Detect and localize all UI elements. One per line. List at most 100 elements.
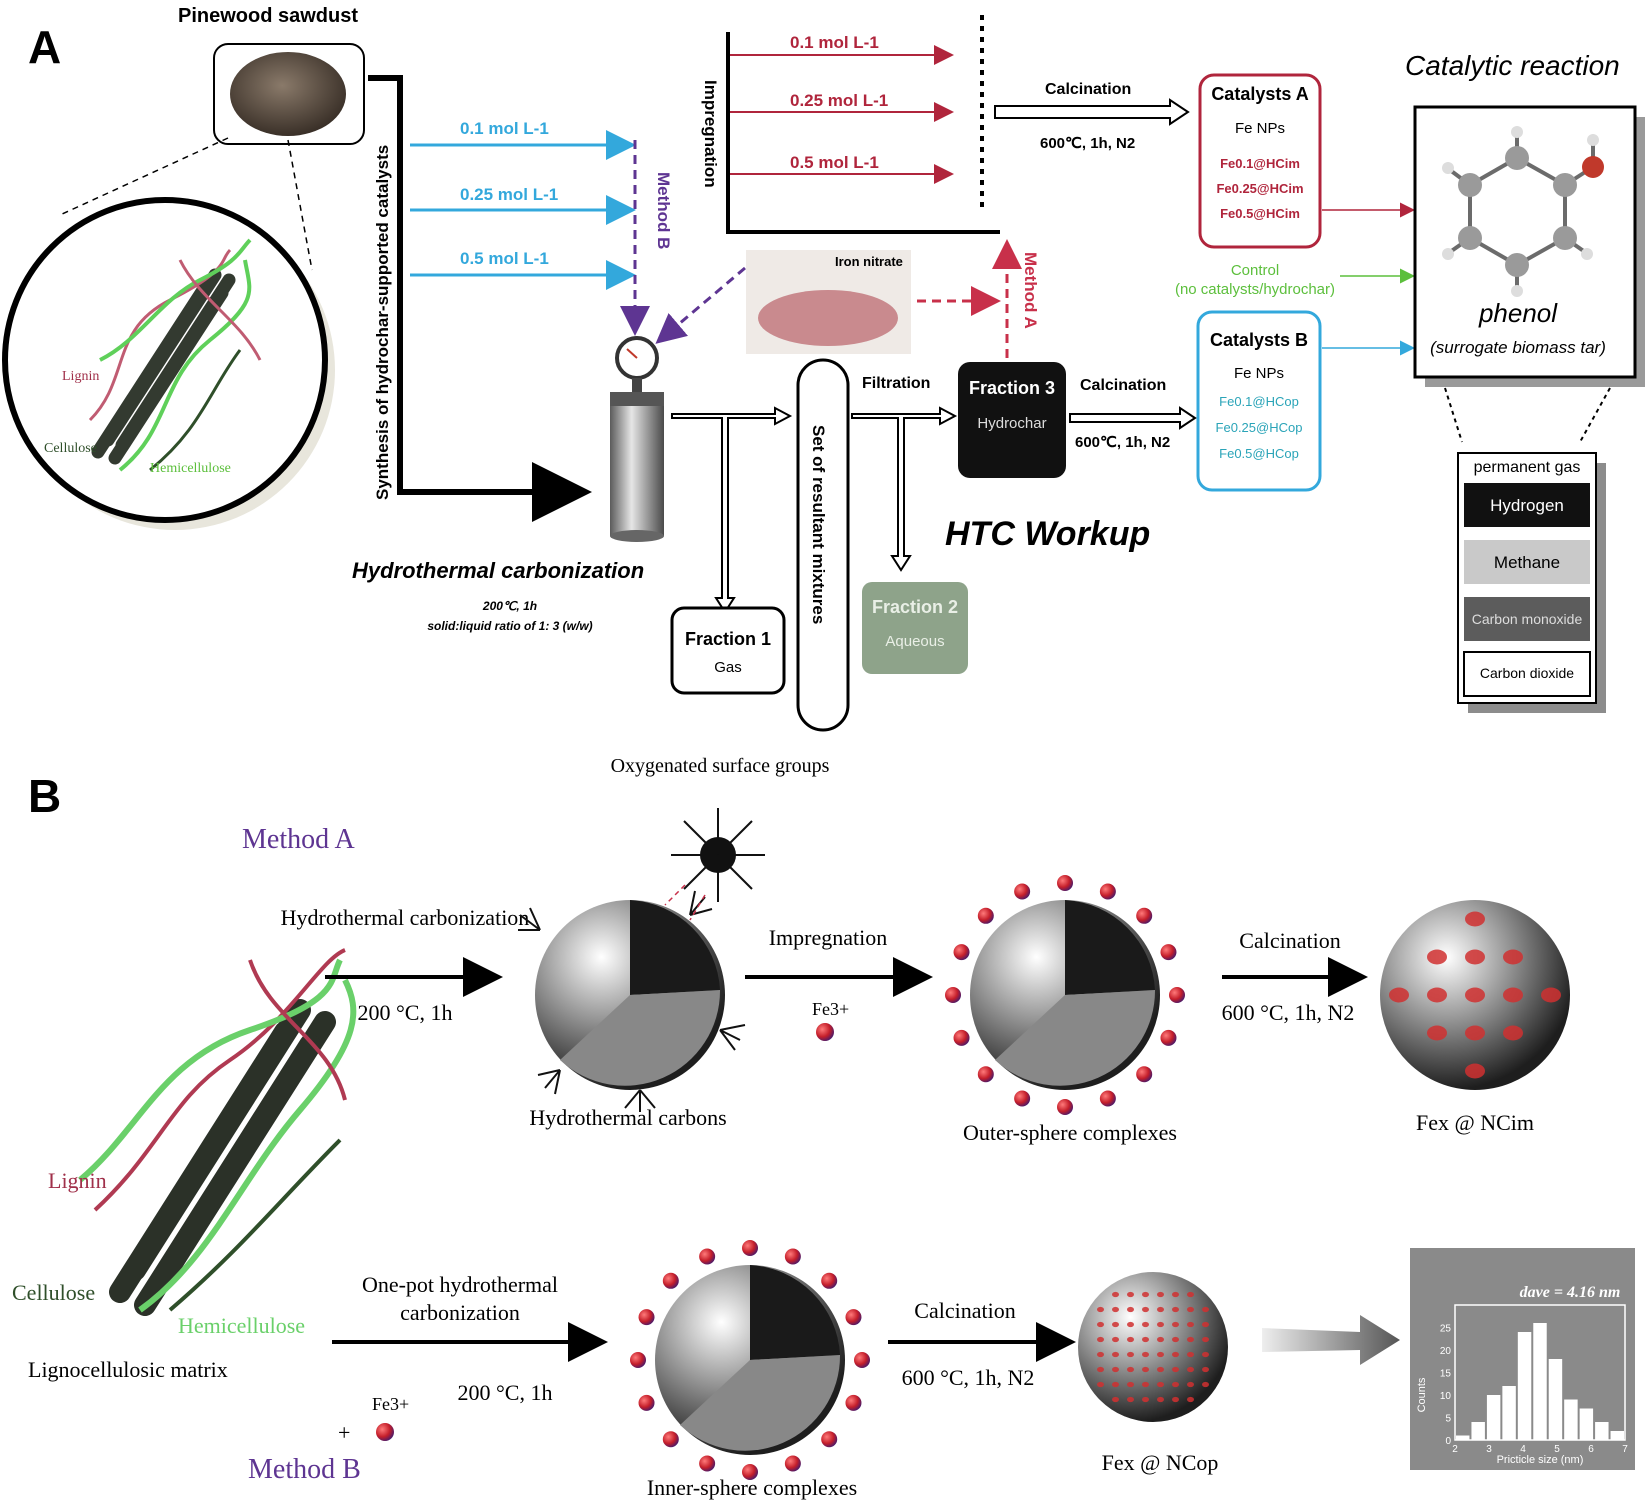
fe-nanoparticle-spot [1097,1336,1104,1343]
fe-nanoparticle-spot [1503,987,1523,1003]
panel-b-label: B [28,770,61,822]
iron-nitrate-label: Iron nitrate [835,254,903,269]
impreg-conc-2: 0.25 mol L-1 [790,91,888,110]
fe-ion-dot [638,1309,655,1326]
calcination-b-label: Calcination [1080,377,1166,394]
fe-ion-dot [821,1272,838,1289]
fraction-2-title: Fraction 2 [872,597,958,617]
d-ave-label: dave = 4.16 nm [1520,1284,1621,1301]
fe-nanoparticle-spot [1465,911,1485,927]
fe-nanoparticle-spot [1097,1306,1104,1313]
impreg-conc-1: 0.1 mol L-1 [790,33,879,52]
fiber-label-lignin-large: Lignin [48,1168,107,1193]
fe-ion-dot [1099,883,1116,900]
fiber-label-cellulose-large: Cellulose [12,1280,95,1305]
fe-nanoparticle-spot [1157,1381,1164,1388]
fe-ion-dot [845,1309,862,1326]
fe-nanoparticle-spot [1097,1321,1104,1328]
fe-nanoparticle-spot [1127,1291,1134,1298]
hist-y-tick: 5 [1445,1414,1451,1425]
fe-nanoparticle-spot [1172,1351,1179,1358]
oxygenated-label: Oxygenated surface groups [611,755,830,777]
fe-nanoparticle-spot [1172,1381,1179,1388]
hist-y-tick: 15 [1440,1369,1452,1380]
permanent-gas-title: permanent gas [1474,459,1581,476]
fe-ion-dot [1099,1090,1116,1107]
fe-nanoparticle-spot [1172,1291,1179,1298]
fe-nanoparticle-spot [1157,1321,1164,1328]
fex-nc-im-label: Fex @ NCim [1416,1110,1534,1135]
fe-nanoparticle-spot [1202,1321,1209,1328]
fe-nanoparticle-spot [1142,1366,1149,1373]
fraction-1-title: Fraction 1 [685,629,771,649]
fe-nanoparticle-spot [1112,1366,1119,1373]
fe-nanoparticle-spot [1541,987,1561,1003]
fraction-2-sub: Aqueous [885,633,944,650]
method-a-label: Method A [1021,252,1040,329]
catalyst-a-item-2: Fe0.25@HCim [1216,181,1303,196]
fe-nanoparticle-spot [1187,1366,1194,1373]
fe-nanoparticle-spot [1389,987,1409,1003]
fe-nanoparticle-spot [1157,1396,1164,1403]
htc-label: Hydrothermal carbonization [352,558,644,583]
catalyst-a-item-1: Fe0.1@HCim [1220,156,1300,171]
fe-nanoparticle-spot [1127,1336,1134,1343]
filtration-split-arrow [851,406,958,572]
fe-ion-dot [821,1431,838,1448]
fiber-label-hemicellulose-small: Hemicellulose [150,461,231,476]
fe-ion-dot [1057,1099,1073,1115]
fe-ion-dot [699,1248,716,1265]
method-b-label: Method B [654,172,673,249]
impregnation-bracket [726,32,1000,234]
resultant-mixtures-box [796,358,850,732]
fe-nanoparticle-spot [1127,1381,1134,1388]
fe-nanoparticle-spot [1172,1306,1179,1313]
calcination-a-row-cond: 600 °C, 1h, N2 [1222,1000,1355,1025]
fe-nanoparticle-spot [1142,1396,1149,1403]
fiber-label-cellulose-small: Cellulose [44,441,97,456]
fraction-3-box [958,362,1066,478]
catalysts-a-title: Catalysts A [1211,84,1308,104]
calcination-a-cond: 600℃, 1h, N2 [1040,135,1135,152]
fe-nanoparticle-spot [1157,1306,1164,1313]
onepot-line1: One-pot hydrothermal [362,1272,558,1297]
gas-co2-box [1463,651,1591,697]
fe-nanoparticle-spot [1503,1025,1523,1041]
calcination-b-row-cond: 600 °C, 1h, N2 [902,1365,1035,1390]
outer-sphere-complex [970,900,1160,1090]
fe-ion-dot [784,1455,801,1472]
fraction-3-title: Fraction 3 [969,378,1055,398]
htc-cond-1: 200℃, 1h [482,599,537,613]
gas-co-box [1464,597,1590,641]
fe-nanoparticle-spot [1172,1336,1179,1343]
fex-nc-im-dots [1389,911,1561,1079]
fe-ion-dot [854,1352,870,1368]
hist-x-tick: 3 [1486,1444,1492,1455]
fe-nanoparticle-spot [1202,1306,1209,1313]
catalyst-b-item-3: Fe0.5@HCop [1219,446,1299,461]
hist-y-tick: 0 [1445,1436,1451,1447]
fraction-1-box [670,606,786,695]
fe-nanoparticle-spot [1157,1366,1164,1373]
fe-ion-dot [742,1464,758,1480]
inner-sphere-fe-dots [630,1240,870,1480]
catalyst-b-item-2: Fe0.25@HCop [1216,420,1303,435]
impreg-conc-3: 0.5 mol L-1 [790,153,879,172]
fe-ion-dot [1169,987,1185,1003]
fe-nanoparticle-spot [1202,1381,1209,1388]
hist-bars [1456,1323,1624,1440]
hist-x-label: Pricticle size (nm) [1497,1454,1584,1466]
fe-nanoparticle-spot [1127,1321,1134,1328]
hist-x-tick: 4 [1520,1444,1526,1455]
fe-nanoparticle-spot [1142,1321,1149,1328]
fe-nanoparticle-spot [1202,1351,1209,1358]
control-label: Control [1231,262,1279,279]
phenol-molecule [1442,126,1604,297]
fex-nc-op-label: Fex @ NCop [1102,1450,1219,1475]
calcination-a-label: Calcination [1045,81,1131,98]
fe-nanoparticle-spot [1127,1396,1134,1403]
gas-carbon-monoxide: Carbon monoxide [1472,611,1583,627]
